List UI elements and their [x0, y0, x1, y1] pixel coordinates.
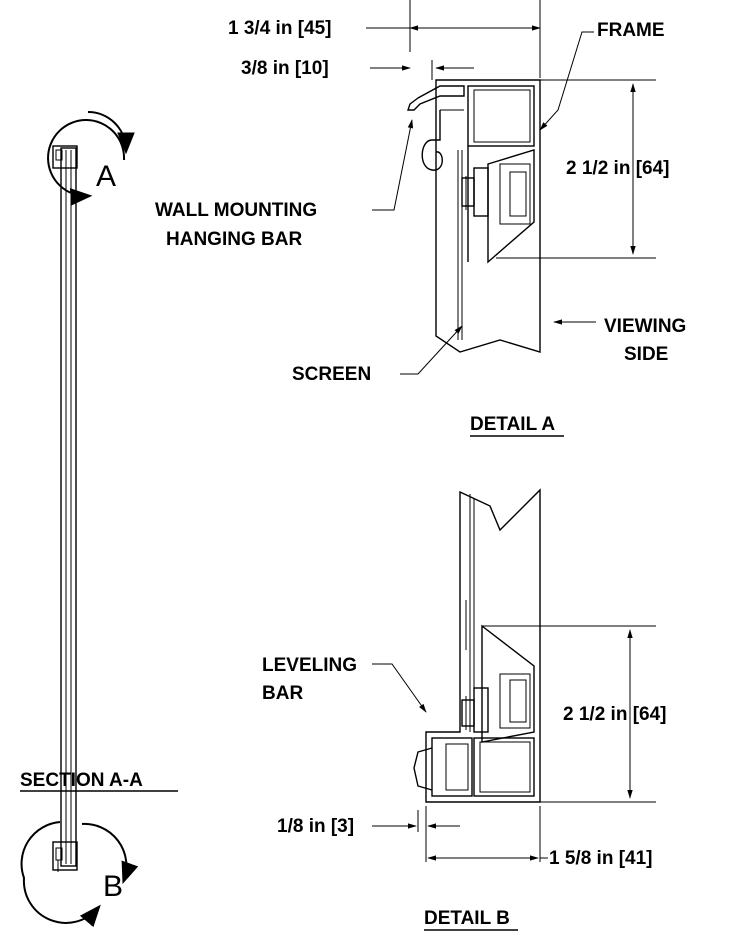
- marker-a: A: [96, 160, 116, 193]
- viewing-side-line2: SIDE: [624, 344, 668, 365]
- screen-label: SCREEN: [292, 364, 371, 385]
- callout-circle-b: [20, 821, 101, 928]
- section-a-a-view: A B SECTION A-A: [20, 111, 178, 928]
- hanging-bar-a: [407, 85, 465, 111]
- viewing-side-line1: VIEWING: [604, 316, 686, 337]
- leveling-line1: LEVELING: [262, 655, 357, 676]
- leveling-bar-b: [413, 747, 433, 791]
- section-panel: [60, 147, 77, 867]
- dim-height-a: 2 1/2 in [64]: [566, 158, 670, 179]
- dim-width-b: 1 5/8 in [41]: [549, 848, 653, 869]
- section-title: SECTION A-A: [20, 770, 143, 791]
- dim-height-b: 2 1/2 in [64]: [563, 704, 667, 725]
- frame-label: FRAME: [597, 20, 665, 41]
- leveling-line2: BAR: [262, 683, 303, 704]
- callout-circle-a: [47, 119, 126, 206]
- dim-offset-a: 3/8 in [10]: [241, 58, 329, 79]
- hanging-bar-line1: WALL MOUNTING: [155, 200, 317, 221]
- detail-b-title: DETAIL B: [424, 908, 510, 929]
- detail-a-title: DETAIL A: [470, 414, 555, 435]
- dim-offset-b: 1/8 in [3]: [277, 816, 354, 837]
- marker-b: B: [103, 870, 123, 903]
- dim-width-a: 1 3/4 in [45]: [228, 18, 332, 39]
- detail-b-view: 2 1/2 in [64] 1/8 in [3] 1 5/8 in [41] L…: [262, 488, 667, 931]
- frame-outline-b: [425, 488, 541, 803]
- hanging-bar-line2: HANGING BAR: [166, 229, 302, 250]
- detail-a-view: 1 3/4 in [45] 3/8 in [10] 2 1/2 in [64] …: [155, 0, 686, 437]
